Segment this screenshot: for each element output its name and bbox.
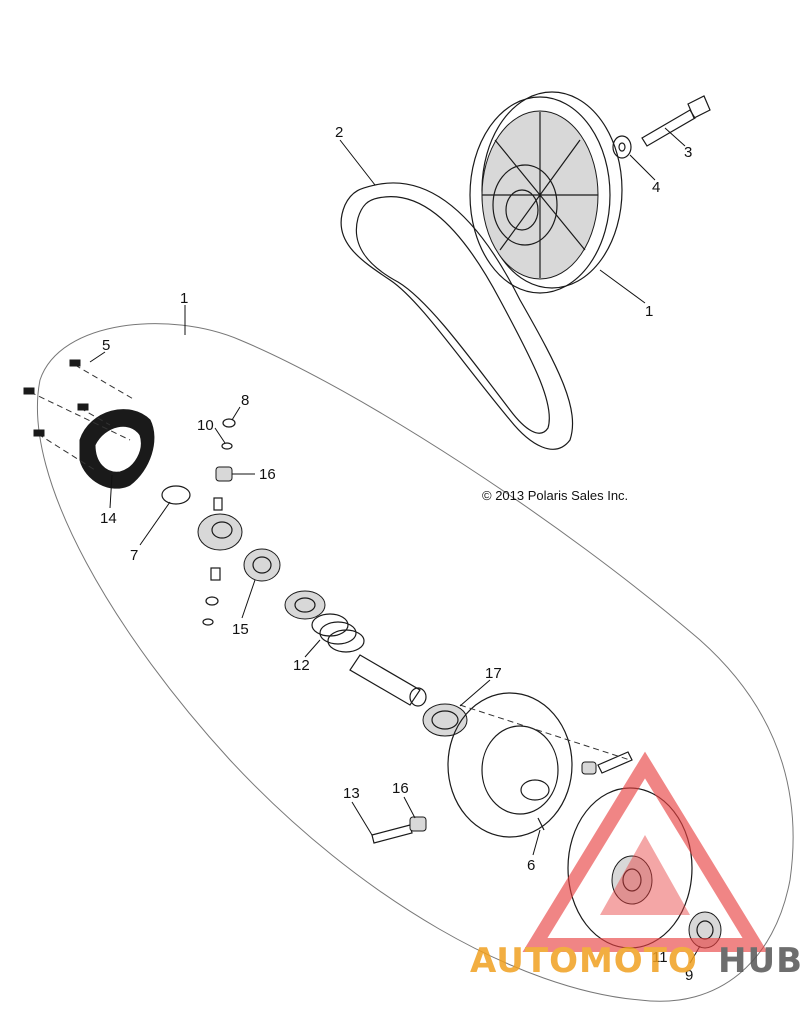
callout-3: 3 [684,144,692,161]
assembly-outline [36,323,794,1002]
copyright-notice: © 2013 Polaris Sales Inc. [482,488,628,503]
washer [612,135,632,159]
callout-9: 9 [685,967,693,984]
callout-14: 14 [100,510,117,527]
watermark-triangle-inner [600,835,690,915]
callout-16-lower: 16 [392,780,409,797]
pin [537,817,545,831]
callout-1-top: 1 [645,303,653,320]
small-parts-lower [202,596,219,626]
callout-17: 17 [485,665,502,682]
callout-11: 11 [652,949,668,966]
seal-ring [422,703,468,737]
leader-lines [89,127,701,964]
lower-bolt [371,816,427,844]
callout-10: 10 [197,417,214,434]
callout-12: 12 [293,657,310,674]
callout-5: 5 [102,337,110,354]
button-set [243,548,281,582]
callout-13: 13 [343,785,360,802]
snap-ring [161,485,191,505]
roller-bolt [459,704,633,775]
callout-15: 15 [232,621,249,638]
callout-2: 2 [335,124,343,141]
bolt [641,95,711,147]
watermark-triangle-outer [522,751,768,952]
watermark-text-left: AUTOMOTO [470,941,698,981]
callout-6: 6 [527,857,535,874]
drive-belt [340,182,574,450]
small-parts-upper [215,418,236,482]
callout-7: 7 [130,547,138,564]
fixed-sheave [447,692,573,838]
watermark-text-right: HUB [718,941,800,981]
driven-clutch [469,91,623,294]
spider-cover [79,409,155,489]
hub [197,497,243,581]
screws [23,359,136,471]
callout-8: 8 [241,392,249,409]
callout-1-assembly: 1 [180,290,188,307]
callout-4: 4 [652,179,660,196]
bearing-ring [284,590,326,620]
spring [311,613,365,653]
watermark-logo: AUTOMOTO HUB [470,751,800,981]
shaft [349,654,427,707]
callout-16-upper: 16 [259,466,276,483]
